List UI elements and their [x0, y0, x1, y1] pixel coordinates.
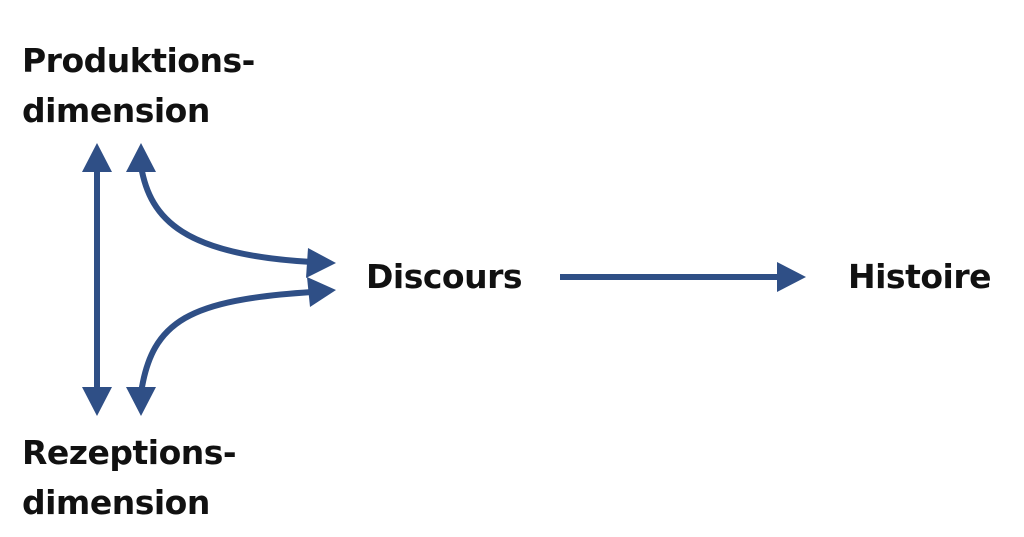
production-label-line2: dimension [22, 91, 210, 130]
arrowhead-to-discours-lower [307, 277, 336, 307]
production-discours-curve [138, 165, 313, 265]
reception-discours-curve [138, 289, 313, 394]
reception-label-line2: dimension [22, 483, 210, 522]
discours-label: Discours [366, 257, 523, 296]
arrowhead-to-histoire [777, 262, 806, 292]
production-label-line1: Produktions- [22, 41, 255, 80]
arrowhead-to-discours-upper [306, 248, 336, 278]
histoire-label: Histoire [848, 257, 992, 296]
arrowhead-up-production [82, 143, 112, 172]
reception-dimension-label: Rezeptions- dimension [22, 428, 237, 528]
arrowhead-down-reception [82, 387, 112, 416]
arrowhead-up-production-curve [126, 143, 156, 172]
arrowhead-down-reception-curve [126, 387, 156, 416]
production-dimension-label: Produktions- dimension [22, 36, 255, 136]
reception-label-line1: Rezeptions- [22, 433, 237, 472]
